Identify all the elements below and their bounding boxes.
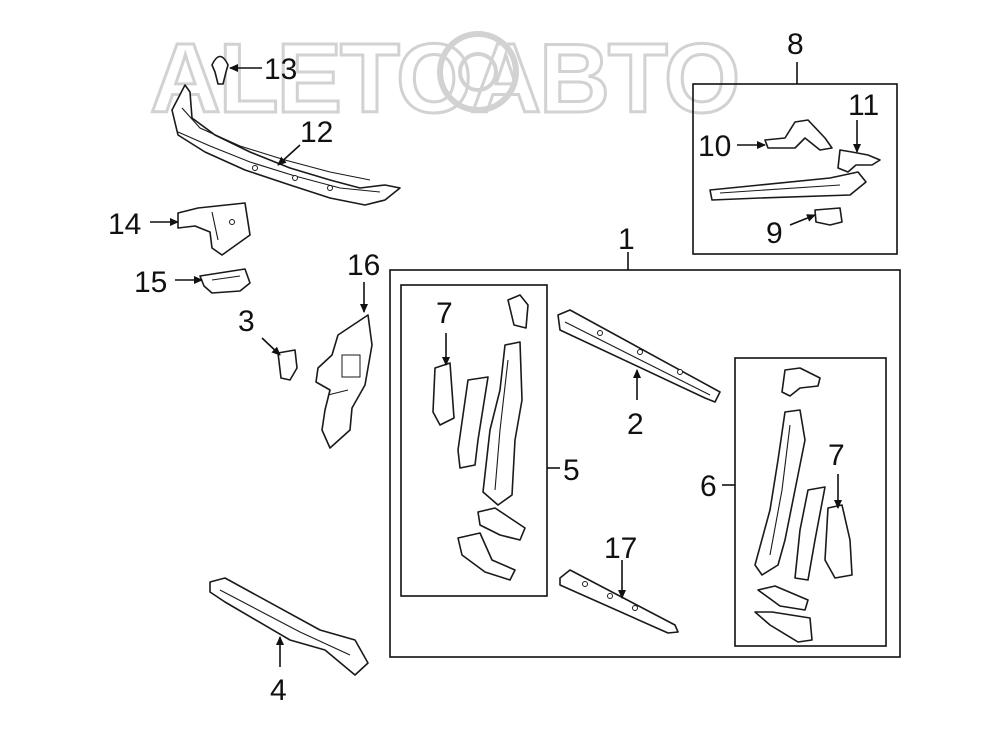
callout-14: 14	[108, 208, 141, 241]
assembly-8-parts	[709, 119, 881, 226]
callout-4: 4	[270, 674, 287, 707]
callout-9: 9	[766, 217, 783, 250]
callout-7b: 7	[828, 439, 845, 472]
callout-7a: 7	[436, 297, 453, 330]
callout-2: 2	[627, 408, 644, 441]
part-4-lower-support	[209, 577, 369, 676]
leader-3	[261, 337, 281, 356]
callout-labels: 1 2 3 4 5 6 7 7 8 9 10 11 12 13 14 15 16…	[108, 28, 879, 707]
assembly-5-parts	[432, 294, 529, 581]
callout-12: 12	[300, 116, 333, 149]
assembly-5-box	[400, 284, 548, 597]
part-14-bracket	[177, 202, 251, 256]
callout-13: 13	[264, 53, 297, 86]
part-13-clip	[211, 55, 229, 85]
callout-6: 6	[700, 470, 717, 503]
assembly-6-box	[734, 357, 887, 647]
part-3-clip	[277, 349, 298, 381]
callout-10: 10	[698, 130, 731, 163]
callout-16: 16	[347, 249, 380, 282]
part-17-plate	[559, 569, 679, 634]
callout-3: 3	[238, 305, 255, 338]
part-2-crossmember	[557, 309, 721, 403]
leader-9	[789, 214, 816, 226]
leader-12	[277, 144, 301, 166]
callout-1: 1	[618, 223, 635, 256]
callout-8: 8	[787, 28, 804, 61]
watermark-text: ALETOABTO	[150, 23, 738, 133]
part-16-side-seal	[315, 314, 373, 449]
callout-15: 15	[134, 266, 167, 299]
watermark-gear-icon	[437, 31, 519, 113]
leader-lines	[150, 62, 861, 667]
assembly-1-box	[389, 269, 901, 658]
callout-11: 11	[848, 89, 879, 122]
assembly-8-box	[692, 83, 898, 255]
callout-17: 17	[604, 532, 637, 565]
part-12-upper-support-cover	[171, 84, 401, 206]
part-15-bracket	[199, 268, 251, 294]
assembly-6-parts	[754, 367, 853, 643]
callout-5: 5	[563, 454, 580, 487]
watermark: ALETOABTO	[149, 22, 742, 135]
